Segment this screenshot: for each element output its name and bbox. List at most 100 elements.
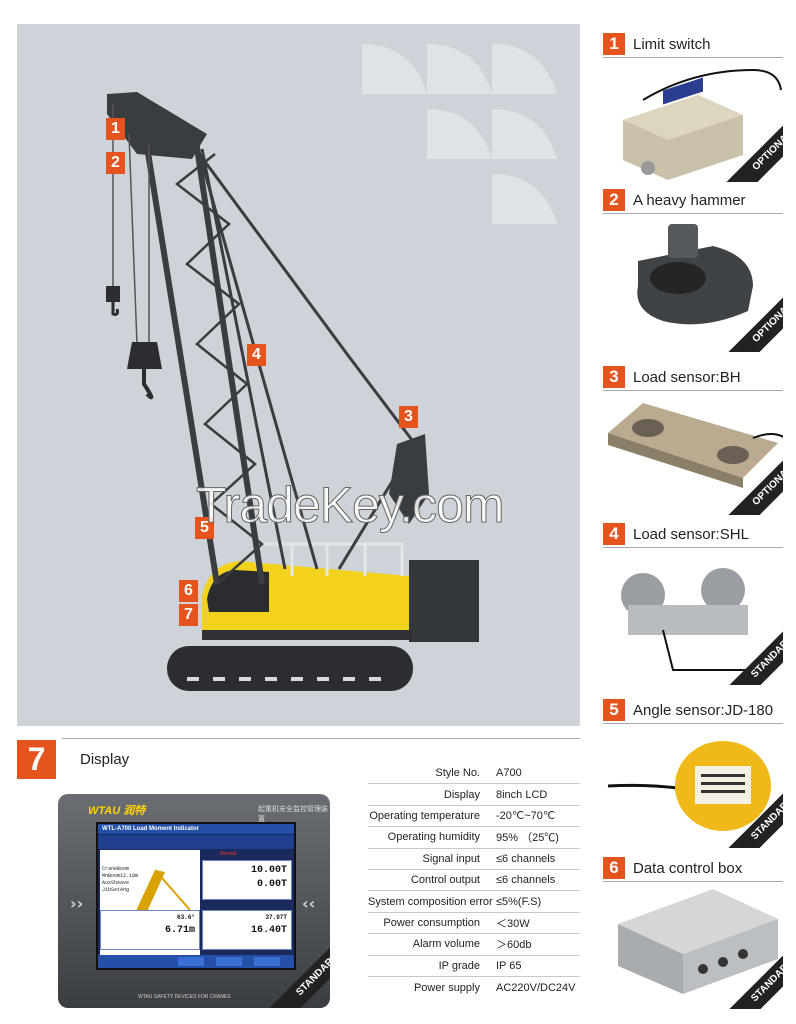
screen-footer	[98, 955, 294, 968]
screen-toolbar	[98, 835, 294, 849]
spec-row: Operating temperature -20℃~70℃	[368, 806, 580, 828]
sensor-label: Load sensor:BH	[633, 368, 741, 386]
spec-key: Signal input	[422, 852, 481, 865]
spec-row: Display 8inch LCD	[368, 784, 580, 806]
right-arrows-icon: ‹‹	[302, 894, 316, 913]
screen-button[interactable]	[254, 957, 280, 966]
data-control-box-image: STANDARD	[603, 884, 783, 1009]
rated-sub-value: 16.40T	[250, 925, 287, 936]
limit-switch-image: OPTIONAL	[603, 60, 783, 182]
spec-row: System composition error≤5%(F.S)	[368, 891, 580, 913]
divider	[603, 390, 783, 391]
spec-value: A700	[496, 767, 522, 780]
screen-alarm: Normal	[220, 851, 237, 857]
divider	[62, 738, 580, 739]
heavy-hammer-image: OPTIONAL	[603, 216, 783, 352]
spec-row: Style No. A700	[368, 763, 580, 785]
radius-value: 6.71m	[164, 925, 195, 936]
sensor-label: Limit switch	[633, 35, 711, 53]
load-sensor-shl-image: STANDARD	[603, 550, 783, 685]
callout-5: 5	[195, 517, 214, 539]
spec-table: Style No. A700 Display 8inch LCD Operating…	[368, 763, 580, 998]
load-sensor-bh-icon	[608, 403, 783, 488]
rated-value: 37.97T	[265, 914, 287, 921]
load-readout: 10.00T 0.00T	[202, 860, 292, 900]
callout-1: 1	[106, 118, 125, 140]
spec-value: AC220V/DC24V	[496, 981, 576, 994]
heavy-hammer-icon	[637, 224, 753, 325]
watermark: TradeKey.com	[196, 477, 506, 534]
load-sensor-shl-icon	[621, 568, 753, 671]
spec-key: Operating temperature	[369, 809, 480, 822]
sensor-number: 6	[603, 857, 625, 879]
sensor-label: Data control box	[633, 859, 743, 877]
left-arrows-icon: ››	[70, 894, 84, 913]
spec-value: 95% （25℃)	[496, 832, 559, 845]
spec-value: ＜30W	[496, 917, 530, 930]
angle-value: 63.6°	[176, 914, 195, 921]
sensor-angle-jd180: 5 Angle sensor:JD-180	[603, 699, 783, 724]
sensor-number: 1	[603, 33, 625, 55]
spec-value: 8inch LCD	[496, 788, 548, 801]
data-control-box-icon	[618, 889, 778, 994]
spec-key: IP grade	[438, 959, 480, 972]
angle-sensor-icon	[607, 741, 771, 831]
spec-row: Power supply AC220V/DC24V	[368, 977, 580, 998]
sensor-data-control-box: 6 Data control box	[603, 857, 783, 882]
angle-radius-readout: 63.6° 6.71m	[100, 910, 200, 950]
sensor-number: 3	[603, 366, 625, 388]
rated-load-readout: 37.97T 16.40T	[202, 910, 292, 950]
sensor-number: 4	[603, 523, 625, 545]
spec-row: Signal input ≤6 channels	[368, 849, 580, 870]
spec-key: Power supply	[413, 981, 480, 994]
crane-illustration-panel: 1 2 3 4 5 6 7	[17, 24, 580, 726]
sensor-label: A heavy hammer	[633, 191, 746, 209]
callout-4: 4	[247, 344, 266, 366]
divider	[603, 213, 783, 214]
display-monitor: WTAU 润特 起重机安全监控管理装置 ›› ‹‹ WTL-A700 Load …	[58, 794, 330, 1008]
sensor-heavy-hammer: 2 A heavy hammer	[603, 189, 783, 214]
screen-info-text: CraneBoom MnBoom12.18m AuxSheave JibSetA…	[102, 866, 139, 893]
spec-key: Control output	[410, 874, 480, 887]
angle-sensor-image: STANDARD	[603, 726, 783, 848]
spec-value: ≤6 channels	[496, 874, 556, 887]
screen-button[interactable]	[216, 957, 242, 966]
divider	[603, 547, 783, 548]
callout-6: 6	[179, 580, 198, 602]
spec-value: IP 65	[496, 959, 522, 972]
screen-title: WTL-A700 Load Moment Indicator	[98, 824, 294, 834]
load-sub-value: 0.00T	[256, 879, 287, 890]
callout-7: 7	[179, 604, 198, 626]
spec-key: Operating humidity	[387, 831, 480, 844]
spec-row: Alarm volume ＞60db	[368, 934, 580, 956]
sensor-load-bh: 3 Load sensor:BH	[603, 366, 783, 391]
spec-row: IP grade IP 65	[368, 956, 580, 977]
spec-key: Display	[443, 788, 480, 801]
load-value: 10.00T	[250, 865, 287, 876]
spec-value: ＞60db	[496, 939, 532, 952]
spec-key: Style No.	[435, 767, 480, 780]
display-title: Display	[80, 751, 130, 768]
spec-value: ≤6 channels	[496, 852, 556, 865]
sensor-load-shl: 4 Load sensor:SHL	[603, 523, 783, 548]
screen-button[interactable]	[178, 957, 204, 966]
divider	[603, 57, 783, 58]
limit-switch-icon	[623, 68, 782, 180]
spec-value: -20℃~70℃	[496, 810, 556, 823]
sensor-number: 5	[603, 699, 625, 721]
spec-value: ≤5%(F.S)	[496, 895, 542, 908]
sensor-label: Angle sensor:JD-180	[633, 701, 774, 719]
load-sensor-bh-image: OPTIONAL	[603, 393, 783, 515]
callout-2: 2	[106, 152, 125, 174]
callout-3: 3	[399, 406, 418, 428]
sensor-limit-switch: 1 Limit switch	[603, 33, 783, 58]
display-number: 7	[17, 740, 56, 779]
spec-key: System composition error	[368, 895, 493, 908]
spec-key: Power consumption	[383, 916, 480, 929]
spec-row: Power consumption ＜30W	[368, 913, 580, 935]
spec-key: Alarm volume	[412, 938, 480, 951]
lcd-screen: WTL-A700 Load Moment Indicator CraneBoom…	[96, 822, 296, 970]
sensor-label: Load sensor:SHL	[633, 525, 749, 543]
crane-illustration	[106, 44, 557, 691]
brand-logo: WTAU 润特	[88, 805, 146, 817]
